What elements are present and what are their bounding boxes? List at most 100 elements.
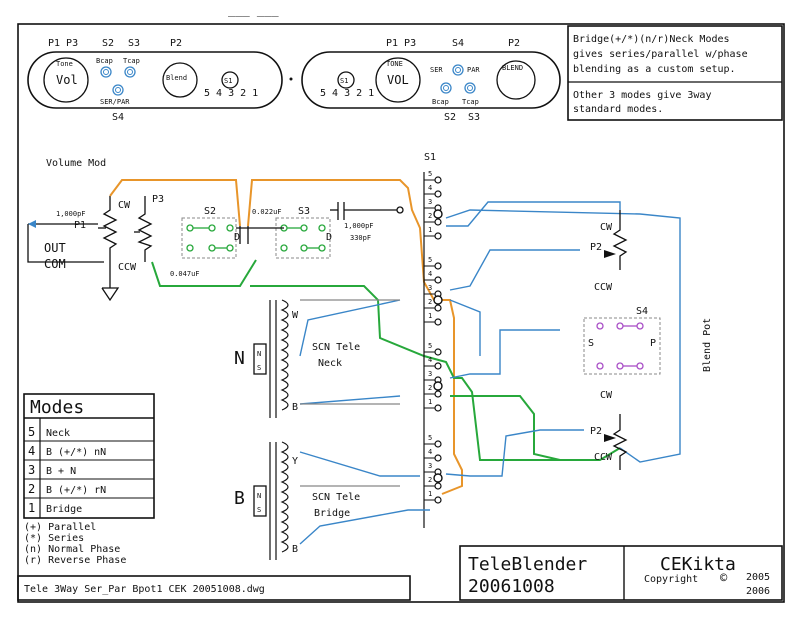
legend-line: (+) Parallel	[24, 522, 96, 533]
note-line-3: blending as a custom setup.	[573, 64, 736, 75]
tcap-switch-left	[124, 66, 136, 78]
volume-pot	[27, 196, 153, 302]
s1-position-label: 2	[428, 212, 432, 220]
s1-position-label: 1	[428, 398, 432, 406]
s1-position-label: 1	[428, 226, 432, 234]
notes-box: Bridge(+/*)(n/r)Neck Modes gives series/…	[567, 25, 783, 121]
plate-left-tcap: Tcap	[123, 57, 140, 65]
s1-position-label: 4	[428, 448, 432, 456]
cap-047-label: 0.047uF	[170, 270, 200, 278]
cw-bottom-label: CW	[600, 390, 613, 401]
plate-right-par: PAR	[467, 66, 480, 74]
com-label: COM	[44, 257, 66, 271]
s1-position-label: 3	[428, 462, 432, 470]
plate-right-tcap: Tcap	[462, 98, 479, 106]
s2-d-label: D	[234, 232, 240, 243]
s1-lug	[434, 454, 442, 462]
blend-knob-right	[496, 60, 536, 100]
plate-left-blend: Blend	[166, 74, 187, 82]
serpar-switch-right	[452, 64, 464, 76]
bridge-magnet-n: N	[257, 492, 261, 500]
plate-left-p2: P2	[170, 38, 182, 49]
s1-lug	[434, 482, 442, 490]
s1-position-label: 3	[428, 198, 432, 206]
modes-legend: (+) Parallel(*) Series(n) Normal Phase(r…	[24, 522, 126, 566]
s1-wiper	[433, 209, 443, 219]
s1-position-label: 4	[428, 270, 432, 278]
mode-label: B (+/*) nN	[46, 447, 106, 458]
plate-left-s4: S4	[112, 112, 124, 123]
plate-right-p2: P2	[508, 38, 520, 49]
neck-magnet-s: S	[257, 364, 261, 372]
p1-label: P1	[74, 220, 86, 231]
title-copyright: Copyright	[644, 574, 698, 585]
mode-label: B (+/*) rN	[46, 485, 106, 496]
cw-label-left: CW	[118, 200, 131, 211]
plate-left-positions: 5 4 3 2 1	[204, 88, 258, 99]
plate-left-bcap: Bcap	[96, 57, 113, 65]
s1-tip-left	[221, 71, 239, 89]
s2-switch: S2 D	[181, 206, 240, 259]
mode-number: 2	[28, 482, 35, 496]
title-year-2: 2006	[746, 586, 770, 597]
title-date: 20061008	[468, 576, 555, 597]
s1-lug	[434, 496, 442, 504]
plate-dot	[289, 77, 293, 81]
s4-label: S4	[636, 306, 648, 317]
neck-b-label: B	[292, 402, 298, 413]
bridge-pickup: B N S Y B SCN Tele Bridge	[234, 441, 360, 560]
plate-left-tone: Tone	[56, 60, 73, 68]
sheet-border	[17, 23, 785, 603]
s1-lug	[434, 304, 442, 312]
control-plate-right: P1 P3 S4 P2 S1 5 4 3 2 1 TONE VOL SER PA…	[301, 38, 561, 123]
gray-leads	[300, 299, 400, 487]
bcap-switch-right	[440, 82, 452, 94]
s1-position-label: 3	[428, 370, 432, 378]
plate-left-s2: S2	[102, 38, 114, 49]
plate-left-serpar: SER/PAR	[100, 98, 130, 106]
neck-magnet-n: N	[257, 350, 261, 358]
s3-label: S3	[298, 206, 310, 217]
serpar-switch-left	[112, 84, 124, 96]
tcap-switch-right	[464, 82, 476, 94]
title-year-1: 2005	[746, 572, 770, 583]
s2-label: S2	[204, 206, 216, 217]
mode-label: B + N	[46, 466, 76, 477]
footer-text: Tele 3Way Ser_Par Bpot1 CEK 20051008.dwg	[24, 584, 265, 595]
legend-line: (n) Normal Phase	[24, 544, 120, 555]
note-line-4: Other 3 modes give 3way	[573, 90, 711, 101]
vol-knob-left	[43, 57, 89, 103]
bridge-pickup-name-1: SCN Tele	[312, 492, 360, 503]
s1-lug	[434, 232, 442, 240]
mode-number: 3	[28, 463, 35, 477]
s3-d-label: D	[326, 232, 332, 243]
mode-number: 1	[28, 501, 35, 515]
s1-lug	[434, 318, 442, 326]
p2-bottom-label: P2	[590, 426, 602, 437]
note-line-2: gives series/parallel w/phase	[573, 49, 748, 60]
neck-w-label: W	[292, 310, 299, 321]
plate-left-p1p3: P1 P3	[48, 38, 78, 49]
bridge-y-label: Y	[292, 456, 298, 467]
plate-left-s3: S3	[128, 38, 140, 49]
s1-lug	[434, 262, 442, 270]
s1-position-label: 1	[428, 312, 432, 320]
out-label: OUT	[44, 241, 66, 255]
p3-label: P3	[152, 194, 164, 205]
modes-title: Modes	[30, 397, 84, 418]
bridge-pickup-name-2: Bridge	[314, 508, 350, 519]
note-line-1: Bridge(+/*)(n/r)Neck Modes	[573, 34, 730, 45]
plate-right-p1p3: P1 P3	[386, 38, 416, 49]
ccw-top-label: CCW	[594, 282, 613, 293]
plate-right-vol: VOL	[387, 73, 409, 87]
mode-number: 4	[28, 444, 35, 458]
plate-right-tone: TONE	[386, 60, 403, 68]
s1-position-label: 2	[428, 298, 432, 306]
s1-tip-right	[337, 71, 355, 89]
plate-right-s1: S1	[340, 77, 348, 85]
s1-lug	[434, 190, 442, 198]
plate-right-blend: BLEND	[502, 64, 523, 72]
